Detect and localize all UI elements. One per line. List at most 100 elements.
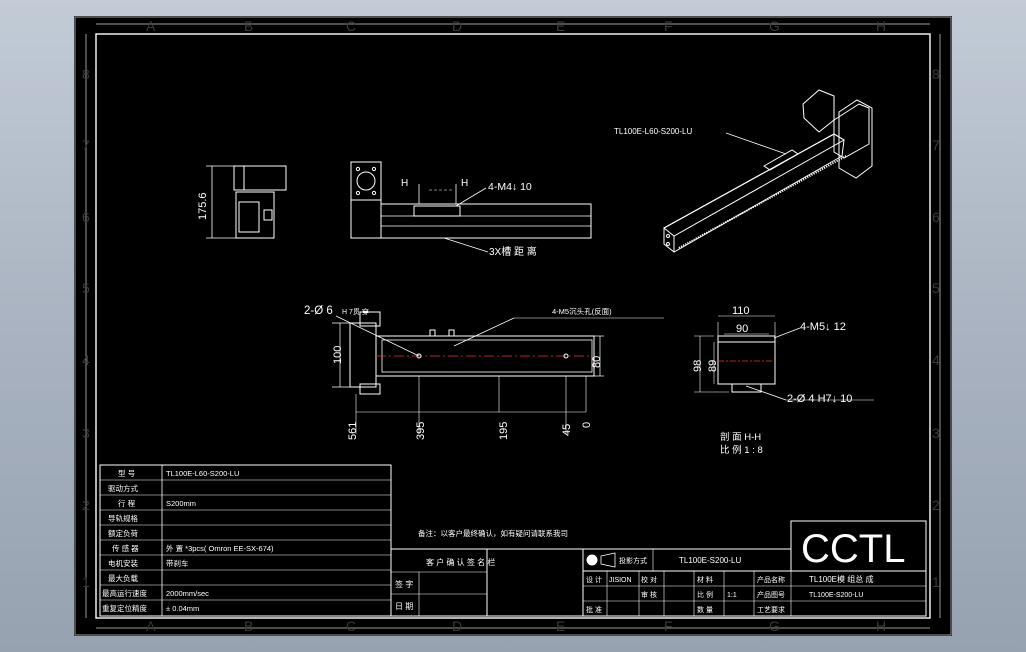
company-logo: CCTL — [801, 527, 905, 571]
drawing-number: TL100E-S200-LU — [809, 592, 863, 599]
tb-cell: 设 计 — [586, 575, 602, 584]
drawing-rect — [582, 570, 927, 617]
tb-cell: 产品图号 — [757, 590, 785, 599]
iso-part-label: TL100E-L60-S200-LU — [614, 127, 692, 136]
drawing-rect — [350, 199, 382, 239]
drawing-text: 6 — [932, 209, 940, 225]
drawing-text: 8 — [932, 66, 940, 82]
drawing-rect — [359, 383, 381, 395]
drawing-rect — [263, 209, 273, 221]
drawing-text: H — [876, 618, 886, 634]
grid-col-d: D — [452, 18, 462, 34]
drawing-line — [455, 187, 487, 207]
drawing-polygon — [663, 133, 845, 253]
drawing-rect — [486, 548, 584, 617]
drawing-line — [453, 317, 515, 347]
drawing-rect — [359, 311, 381, 327]
tb-cell: 材 料 — [697, 575, 713, 584]
drawing-polygon — [663, 133, 845, 237]
tb-cell: 审 核 — [641, 590, 657, 599]
tb-cell: 产品名称 — [757, 575, 785, 584]
top-height-80: 80 — [591, 356, 603, 368]
tb-cell: 批 准 — [586, 605, 602, 614]
drawing-text: B — [244, 618, 253, 634]
drawing-rect — [429, 329, 436, 337]
drawing-polygon — [600, 552, 616, 568]
drawing-text: 7 — [82, 137, 90, 153]
projection-label: 投影方式 — [619, 556, 647, 565]
drawing-circle — [563, 353, 569, 359]
drawing-text: C — [346, 618, 356, 634]
drawing-rect — [413, 205, 461, 217]
section-scale: 比 例 1 : 8 — [720, 444, 763, 456]
outer-frame — [74, 16, 952, 636]
spec-value: 带刹车 — [166, 558, 189, 568]
drawing-text: 4 — [932, 352, 940, 368]
product-name: TL100E模 组总 成 — [809, 574, 873, 584]
drawing-circle — [666, 242, 670, 246]
drawing-polygon — [838, 99, 873, 179]
drawing-note: 备注：以客户最终确认，如有疑问请联系我司 — [418, 528, 568, 538]
top-view: 100 80 561 395 195 45 0 2-Ø 6 H 7贯 穿 4-M… — [304, 305, 664, 440]
spec-value: 2000mm/sec — [166, 589, 209, 598]
section-title: 剖 面 H-H — [720, 431, 761, 443]
dim-561: 561 — [347, 422, 359, 440]
drawing-text: 2 — [82, 497, 90, 513]
sec-hole-label: 2-Ø 4 H7↓ 10 — [787, 393, 852, 405]
tb-cell: 1:1 — [727, 592, 737, 599]
drawing-rect — [233, 165, 245, 191]
side-height-dim: 175.6 — [197, 192, 209, 220]
grid-col-f: F — [664, 18, 673, 34]
spec-label: 最大负载 — [108, 573, 138, 583]
grid-row-labels: 8 7 6 5 4 3 2 1 8 7 6 5 4 3 2 1 — [82, 66, 940, 590]
spec-value: ± 0.04mm — [166, 604, 199, 613]
tb-cell: JISION — [609, 577, 632, 584]
customer-confirm-label: 客 户 确 认 签 名 栏 — [426, 557, 495, 567]
drawing-text: 2 — [932, 497, 940, 513]
spec-label: 额定负荷 — [108, 528, 138, 538]
sec-width-90: 90 — [736, 323, 748, 335]
dim-45: 45 — [561, 424, 573, 436]
section-view: 110 90 4-M5↓ 12 98 89 2-Ø 4 H7↓ 10 剖 面 H… — [692, 305, 874, 456]
top-height-100: 100 — [332, 346, 344, 364]
drawing-rect — [349, 322, 377, 388]
grid-col-e: E — [556, 18, 565, 34]
drawing-text: 3 — [82, 425, 90, 441]
tb-cell: 数 量 — [697, 605, 713, 614]
tb-cell: 比 例 — [697, 590, 713, 599]
drawing-text: 1 — [932, 574, 940, 590]
spec-label: 重复定位精度 — [102, 603, 147, 613]
drawing-rect — [731, 383, 762, 393]
drawing-text: D — [452, 618, 462, 634]
cad-drawing: A B C D E F G H A B C D E F G H 8 7 6 5 … — [74, 16, 952, 636]
front-slot-label: 3X槽 距 离 — [489, 245, 537, 258]
drawing-rect — [717, 335, 776, 343]
drawing-text: 3 — [932, 425, 940, 441]
drawing-text: 6 — [82, 209, 90, 225]
drawing-circle — [355, 166, 361, 172]
drawing-text: 4 — [82, 352, 90, 368]
drawing-circle — [416, 353, 422, 359]
drawing-circle — [371, 190, 377, 196]
spec-value: TL100E-L60-S200-LU — [166, 469, 239, 478]
counterbore-label: 4-M5沉头孔(反面) — [552, 306, 612, 316]
drawing-rect — [717, 341, 776, 385]
spec-label: 驱动方式 — [108, 483, 138, 493]
sec-thread-label: 4-M5↓ 12 — [800, 321, 846, 333]
sec-height-98: 98 — [692, 360, 704, 372]
sec-width-110: 110 — [732, 305, 750, 317]
drawing-rect — [380, 203, 592, 239]
part-number: TL100E-S200-LU — [679, 556, 741, 565]
dim-0: 0 — [581, 422, 593, 428]
spec-label: 电机安装 — [108, 558, 138, 568]
pin-hole-label: 2-Ø 6 — [304, 305, 333, 317]
drawing-text: 5 — [82, 280, 90, 296]
drawing-sheet: A B C D E F G H A B C D E F G H 8 7 6 5 … — [74, 16, 952, 636]
drawing-rect — [99, 464, 392, 617]
drawing-text: 8 — [82, 66, 90, 82]
sign-label: 签 字 — [395, 579, 413, 589]
spec-label: 导轨规格 — [108, 513, 138, 523]
grid-col-c: C — [346, 18, 356, 34]
pin-tolerance-label: H 7贯 穿 — [342, 307, 369, 316]
drawing-polygon — [833, 103, 870, 159]
